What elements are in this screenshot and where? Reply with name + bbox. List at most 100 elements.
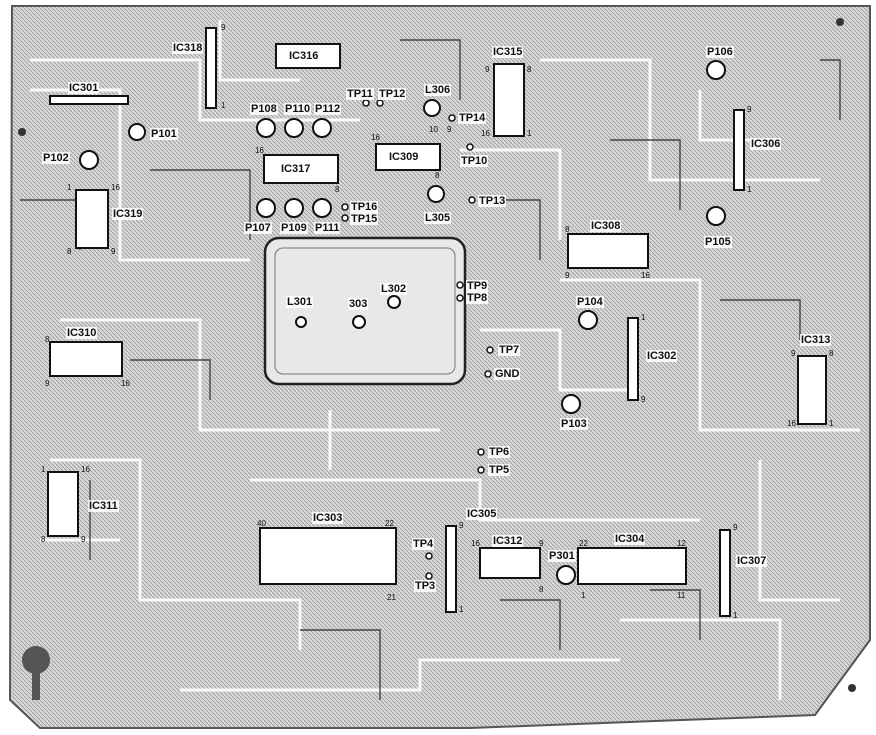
- pin-ic319-9: 9: [111, 247, 116, 256]
- label-tp16: TP16: [350, 201, 379, 213]
- pin-ic311-16: 16: [81, 465, 90, 474]
- pin-ic315-8: 8: [527, 65, 532, 74]
- pin-ic307-1: 1: [733, 611, 738, 620]
- pin-ic310-8: 8: [45, 335, 50, 344]
- pin-ic302-1: 1: [641, 313, 646, 322]
- l306-core: [423, 99, 441, 117]
- pin-ic311-9: 9: [81, 535, 86, 544]
- label-ic301: IC301: [68, 82, 100, 94]
- ic302-body: [627, 317, 639, 401]
- pin-ic309-8: 8: [435, 171, 440, 180]
- pin-ic319-16: 16: [111, 183, 120, 192]
- label-p103: P103: [560, 418, 588, 430]
- pin-ic311-8: 8: [41, 535, 46, 544]
- pin-ic313-1: 1: [829, 419, 834, 428]
- label-tp4: TP4: [412, 538, 435, 550]
- pin-ic319-8: 8: [67, 247, 72, 256]
- p109-pot: [284, 198, 304, 218]
- label-ic311: IC311: [88, 500, 119, 512]
- label-p106: P106: [706, 46, 734, 58]
- pin-ic307-9: 9: [733, 523, 738, 532]
- pin-ic317-16: 16: [255, 146, 264, 155]
- label-ic307: IC307: [736, 555, 768, 567]
- pin-ic303-40: 40: [257, 519, 266, 528]
- label-ic317: IC317: [280, 163, 312, 175]
- label-ic315: IC315: [492, 46, 524, 58]
- label-p109: P109: [280, 222, 308, 234]
- pin-ic318-1: 1: [221, 101, 226, 110]
- ic310-body: [49, 341, 123, 377]
- label-ic318: IC318: [172, 42, 204, 54]
- label-l306: L306: [424, 84, 452, 96]
- pin-ic313-9: 9: [791, 349, 796, 358]
- p106-pot: [706, 60, 726, 80]
- label-l305: L305: [424, 212, 452, 224]
- label-gnd: GND: [494, 368, 521, 380]
- pin-ic312-8: 8: [539, 585, 544, 594]
- pin-p301-1: 1: [581, 591, 586, 600]
- label-tp10: TP10: [460, 155, 489, 167]
- pin-l306-10: 10: [429, 125, 438, 134]
- label-tp11: TP11: [346, 88, 374, 100]
- label-tp9: TP9: [466, 280, 489, 292]
- label-ic312: IC312: [492, 535, 524, 547]
- label-ic310: IC310: [66, 327, 98, 339]
- pin-ic309-16: 16: [371, 133, 380, 142]
- label-tp5: TP5: [488, 464, 511, 476]
- pin-ic306-9: 9: [747, 105, 752, 114]
- label-ic302: IC302: [646, 350, 678, 362]
- mounting-holes: [18, 18, 856, 700]
- p108-pot: [256, 118, 276, 138]
- pin-ic319-1: 1: [67, 183, 72, 192]
- pin-ic306-1: 1: [747, 185, 752, 194]
- label-ic304: IC304: [614, 533, 646, 545]
- label-l303: 303: [348, 298, 369, 310]
- p102-pot: [79, 150, 99, 170]
- pin-ic313-8: 8: [829, 349, 834, 358]
- ic301-body: [49, 95, 129, 105]
- ic312-body: [479, 547, 541, 579]
- pin-ic302-9: 9: [641, 395, 646, 404]
- pin-ic313-16: 16: [787, 419, 796, 428]
- l305-core: [427, 185, 445, 203]
- label-ic316: IC316: [288, 50, 320, 62]
- label-tp8: TP8: [466, 292, 489, 304]
- pin-ic305-9: 9: [459, 521, 464, 530]
- ic303-body: [259, 527, 397, 585]
- label-ic309: IC309: [388, 151, 420, 163]
- label-ic319: IC319: [112, 208, 144, 220]
- label-tp14: TP14: [458, 112, 487, 124]
- l302-core: [387, 295, 401, 309]
- label-p105: P105: [704, 236, 732, 248]
- p112-pot: [312, 118, 332, 138]
- pin-ic310-16: 16: [121, 379, 130, 388]
- pin-ic318-9: 9: [221, 23, 226, 32]
- label-p102: P102: [42, 152, 70, 164]
- label-ic308: IC308: [590, 220, 622, 232]
- label-tp12: TP12: [378, 88, 407, 100]
- shield-can: [263, 236, 467, 386]
- ic-bodies: [47, 27, 827, 617]
- ic306-body: [733, 109, 745, 191]
- label-p112: P112: [314, 103, 342, 115]
- pin-ic317-8: 8: [335, 185, 340, 194]
- pin-ic315-16: 16: [481, 129, 490, 138]
- label-p101: P101: [150, 128, 178, 140]
- pin-ic315-1: 1: [527, 129, 532, 138]
- ic311-body: [47, 471, 79, 537]
- ic308-body: [567, 233, 649, 269]
- label-tp6: TP6: [488, 446, 511, 458]
- label-p111: P111: [314, 222, 341, 234]
- pin-ic315-9: 9: [485, 65, 490, 74]
- ic305-body: [445, 525, 457, 613]
- label-tp3: TP3: [414, 580, 437, 592]
- pin-ic303-22: 22: [385, 519, 394, 528]
- l301-core: [295, 316, 307, 328]
- label-ic303: IC303: [312, 512, 344, 524]
- pin-ic308-8: 8: [565, 225, 570, 234]
- label-p107: P107: [244, 222, 272, 234]
- pin-ic310-9: 9: [45, 379, 50, 388]
- pin-ic305-1: 1: [459, 605, 464, 614]
- copper-traces-dark: [20, 39, 841, 700]
